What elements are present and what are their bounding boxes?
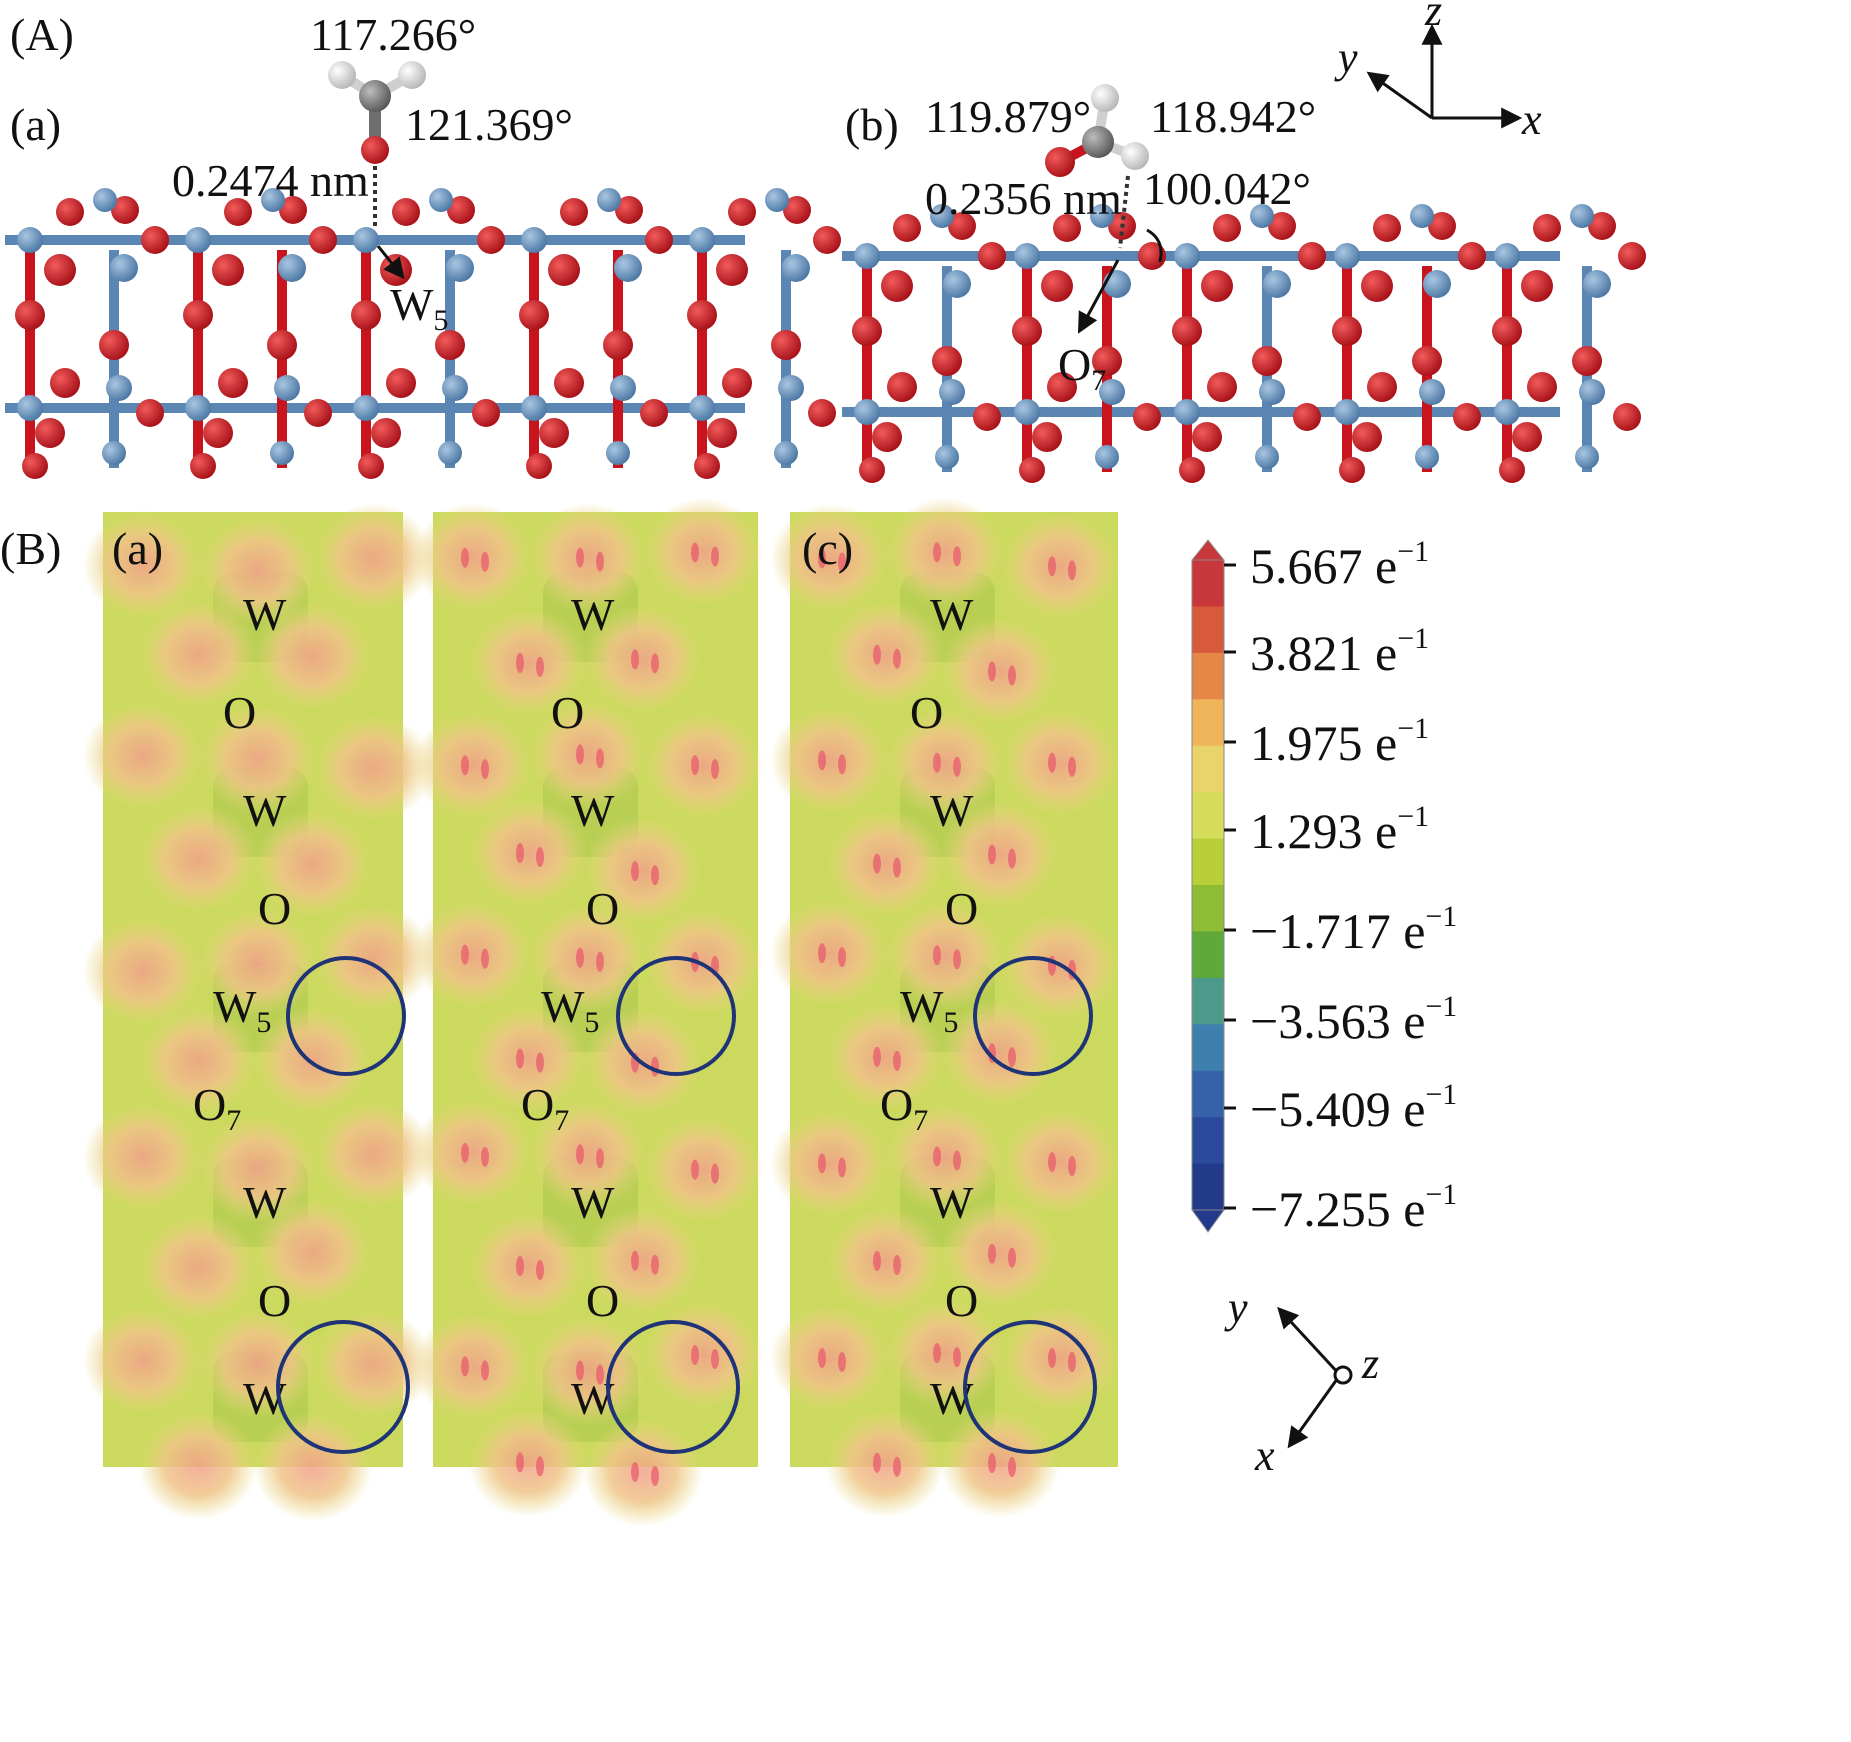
atom-label: W xyxy=(571,589,615,640)
axis-b-x-label: x xyxy=(1254,1431,1275,1480)
distance-a: 0.2474 nm xyxy=(172,155,369,206)
axis-y-label: y xyxy=(1334,33,1358,82)
atom-label: O xyxy=(945,1275,978,1326)
atom-label: W xyxy=(571,785,615,836)
molecule-b xyxy=(1045,84,1163,263)
panel-a-b-label: (b) xyxy=(845,99,899,150)
colorbar-tick-label: −5.409 e−1 xyxy=(1250,1078,1457,1137)
atom-label: O xyxy=(586,1275,619,1326)
panel-a: (A) (a) 117.266° 121.369° 0.2474 nm W5 (… xyxy=(5,0,1646,483)
colorbar-tick-label: −3.563 e−1 xyxy=(1250,990,1457,1049)
map-a-label: (a) xyxy=(112,523,163,574)
atom-label: O xyxy=(945,883,978,934)
slab-b xyxy=(842,204,1646,483)
colorbar-segment xyxy=(1192,1163,1224,1211)
atom-label: W xyxy=(930,1177,974,1228)
colorbar-segment xyxy=(1192,1070,1224,1118)
atom-label: O7 xyxy=(521,1079,569,1137)
atom-label: O xyxy=(551,687,584,738)
atom-label: O xyxy=(586,883,619,934)
slab-a xyxy=(5,188,841,479)
angle-b-left: 119.879° xyxy=(925,91,1091,142)
axis-z-label: z xyxy=(1424,0,1442,35)
colorbar-tick-label: 3.821 e−1 xyxy=(1250,622,1429,681)
atom-label: O xyxy=(258,1275,291,1326)
atom-label: O7 xyxy=(193,1079,241,1137)
highlight-circle xyxy=(606,1320,740,1454)
atom-label: W xyxy=(930,785,974,836)
distance-b: 0.2356 nm xyxy=(925,173,1122,224)
colorbar-segment xyxy=(1192,652,1224,700)
atom-label: O xyxy=(910,687,943,738)
colorbar-tick-label: −7.255 e−1 xyxy=(1250,1178,1457,1237)
colorbar-segment xyxy=(1192,977,1224,1025)
angle-a-right: 121.369° xyxy=(405,99,573,150)
atom-label: W xyxy=(243,1177,287,1228)
axis-x-label: x xyxy=(1521,95,1542,144)
atom-label: O7 xyxy=(880,1079,928,1137)
atom-label: W5 xyxy=(213,981,271,1039)
colorbar-segment xyxy=(1192,1117,1224,1165)
axis-b-y-label: y xyxy=(1224,1283,1248,1332)
atom-label: W5 xyxy=(541,981,599,1039)
atom-label: W xyxy=(571,1177,615,1228)
angle-b-bond: 100.042° xyxy=(1143,163,1311,214)
colorbar-segment xyxy=(1192,838,1224,886)
axis-b-z-label: z xyxy=(1361,1339,1379,1388)
atom-label: O xyxy=(258,883,291,934)
colorbar-segment xyxy=(1192,745,1224,793)
atom-label: W xyxy=(243,785,287,836)
colorbar-segment xyxy=(1192,792,1224,840)
molecule-a xyxy=(328,61,426,228)
highlight-circle xyxy=(286,956,406,1076)
colorbar-segment xyxy=(1192,606,1224,654)
colorbar-tick-label: 5.667 e−1 xyxy=(1250,535,1429,594)
atom-label: O xyxy=(223,687,256,738)
atom-label: W xyxy=(930,589,974,640)
atom-b-label: O7 xyxy=(1058,339,1106,397)
atom-a-label: W5 xyxy=(390,279,448,337)
colorbar-tick-label: −1.717 e−1 xyxy=(1250,900,1457,959)
axes-indicator-a: z y x xyxy=(1334,0,1542,144)
colorbar-segment xyxy=(1192,931,1224,979)
axes-indicator-b: y z x xyxy=(1224,1283,1379,1480)
atom-label: W xyxy=(243,589,287,640)
highlight-circle xyxy=(276,1320,410,1454)
highlight-circle xyxy=(616,956,736,1076)
colorbar-segment xyxy=(1192,885,1224,932)
panel-b-label: (B) xyxy=(0,523,61,574)
panel-a-label: (A) xyxy=(10,9,74,60)
highlight-circle xyxy=(963,1320,1097,1454)
atom-label: W5 xyxy=(900,981,958,1039)
colorbar: 5.667 e−1 3.821 e−1 1.975 e−1 1.293 e−1 −1.7… xyxy=(1190,535,1457,1237)
angle-a-top: 117.266° xyxy=(310,9,476,60)
colorbar-segment xyxy=(1192,699,1224,747)
map-c-label: (c) xyxy=(802,523,853,574)
colorbar-tick-label: 1.975 e−1 xyxy=(1250,712,1429,771)
colorbar-tick-label: 1.293 e−1 xyxy=(1250,800,1429,859)
angle-b-right: 118.942° xyxy=(1150,91,1316,142)
highlight-circle xyxy=(973,956,1093,1076)
panel-a-a-label: (a) xyxy=(10,99,61,150)
colorbar-segment xyxy=(1192,560,1224,607)
colorbar-segment xyxy=(1192,1024,1224,1072)
